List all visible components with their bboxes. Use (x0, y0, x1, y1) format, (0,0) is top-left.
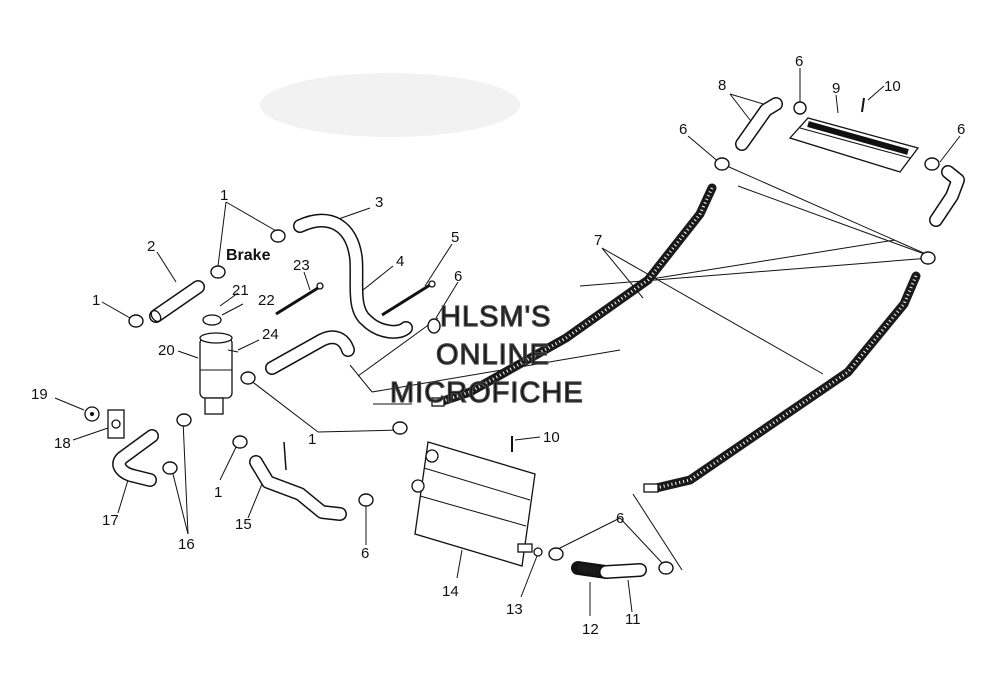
callout-6: 6 (957, 121, 965, 138)
watermark-line-3: MICROFICHE (390, 377, 584, 409)
part-19-washer (84, 406, 100, 422)
callout-7: 7 (594, 232, 602, 249)
callout-24: 24 (262, 326, 279, 343)
callout-20: 20 (158, 342, 175, 359)
callout-11: 11 (625, 611, 641, 628)
part-20-reservoir (199, 332, 239, 415)
callout-3: 3 (375, 194, 383, 211)
callout-6: 6 (795, 53, 803, 70)
watermark-line-1: HLSM'S (440, 301, 551, 333)
callout-10: 10 (884, 78, 901, 95)
callout-21: 21 (232, 282, 249, 299)
callout-9: 9 (832, 80, 840, 97)
callout-1: 1 (92, 292, 100, 309)
callout-14: 14 (442, 583, 459, 600)
brake-label: Brake (226, 247, 271, 264)
callout-1: 1 (214, 484, 222, 501)
callout-6: 6 (361, 545, 369, 562)
part-3-hose (293, 213, 413, 339)
part-15-hose (249, 441, 347, 521)
part-13-fitting (533, 547, 543, 557)
part-23-rod (275, 282, 324, 316)
clamps (128, 101, 940, 575)
part-2-hose (149, 280, 205, 323)
callout-4: 4 (396, 253, 404, 270)
part-5-rod (381, 280, 436, 317)
callout-15: 15 (235, 516, 252, 533)
part-7-coolant-tubes (431, 183, 921, 493)
part-10-screw-upper (861, 97, 865, 113)
callout-12: 12 (582, 621, 599, 638)
callout-16: 16 (178, 536, 195, 553)
callout-6: 6 (454, 268, 462, 285)
part-8-hoses (735, 97, 965, 227)
callout-1: 1 (308, 431, 316, 448)
part-17-hose (112, 429, 159, 487)
callout-19: 19 (31, 386, 48, 403)
part-21-cap (202, 314, 222, 326)
callout-22: 22 (258, 292, 275, 309)
callout-10: 10 (543, 429, 560, 446)
watermark: HLSM'S ONLINE MICROFICHE (389, 300, 584, 409)
part-14-heat-exchanger (411, 441, 536, 567)
callout-18: 18 (54, 435, 71, 452)
callout-8: 8 (718, 77, 726, 94)
smudge-mark (260, 73, 520, 137)
part-18-bracket (107, 409, 125, 439)
callout-23: 23 (293, 257, 310, 274)
part-9-heat-exchanger (788, 117, 920, 173)
part-4-hose (265, 330, 355, 375)
callouts: 1 1 1 1 2 3 4 5 6 6 6 6 6 6 7 8 9 10 10 … (31, 53, 965, 638)
callout-13: 13 (506, 601, 523, 618)
part-11-hose (599, 563, 647, 579)
callout-6: 6 (616, 510, 624, 527)
callout-6: 6 (679, 121, 687, 138)
watermark-line-2: ONLINE (436, 339, 550, 371)
callout-2: 2 (147, 238, 155, 255)
callout-1: 1 (220, 187, 228, 204)
callout-17: 17 (102, 512, 119, 529)
callout-5: 5 (451, 229, 459, 246)
